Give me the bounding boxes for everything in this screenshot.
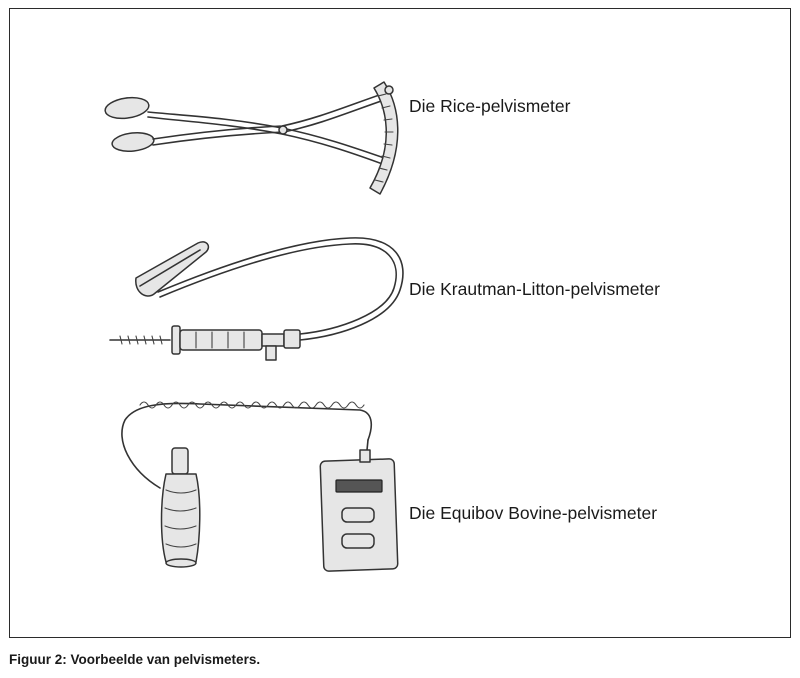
kl-tube — [157, 237, 404, 341]
equibov-button-2 — [341, 533, 375, 549]
label-rice-pelvismeter: Die Rice-pelvismeter — [409, 96, 571, 116]
rice-upper-spoon — [104, 96, 150, 120]
rice-scale-arc — [369, 81, 399, 195]
kl-t-connector — [261, 333, 285, 347]
rice-pelvimeter-drawing — [104, 81, 399, 195]
rice-upper-arm — [147, 111, 391, 161]
label-krautman-litton-pelvismeter: Die Krautman-Litton-pelvismeter — [409, 279, 660, 299]
figure-caption: Figuur 2: Voorbeelde van pelvismeters. — [9, 652, 261, 667]
equibov-coiled-cord — [121, 402, 373, 489]
krautman-litton-pelvimeter-drawing — [109, 237, 404, 361]
rice-lower-spoon — [111, 132, 155, 152]
kl-syringe-barrel — [179, 329, 263, 351]
equibov-pelvimeter-drawing — [121, 401, 399, 572]
kl-syringe-flange — [171, 325, 181, 355]
figure-frame — [9, 8, 791, 638]
equibov-probe-tip — [171, 447, 189, 475]
rice-pivot — [278, 125, 288, 135]
equibov-screen — [335, 479, 383, 493]
equibov-handle — [160, 473, 201, 563]
label-equibov-pelvismeter: Die Equibov Bovine-pelvismeter — [409, 503, 658, 523]
kl-paddle — [135, 241, 210, 297]
equibov-button-1 — [341, 507, 375, 523]
